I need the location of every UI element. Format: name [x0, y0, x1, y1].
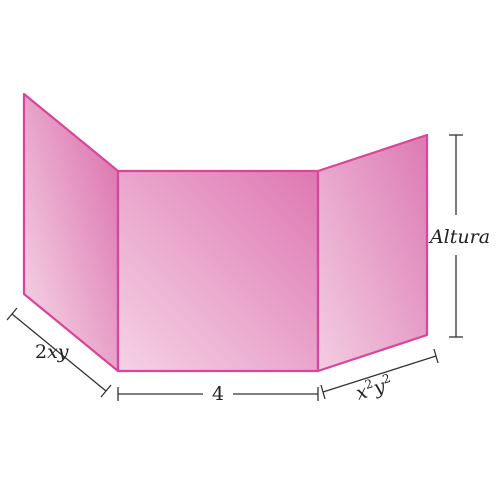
height-label: Altura — [428, 226, 490, 248]
height-dimension — [449, 134, 463, 338]
right-width-dimension — [320, 348, 439, 400]
right-width-label: x2y2 — [353, 371, 395, 405]
middle-panel — [116, 169, 320, 373]
right-panel — [316, 133, 429, 373]
middle-width-dimension — [117, 387, 319, 401]
left-panel — [22, 92, 120, 373]
left-width-label: 2xy — [35, 341, 69, 363]
left-width-dimension — [6, 307, 112, 398]
middle-width-label: 4 — [212, 383, 224, 405]
